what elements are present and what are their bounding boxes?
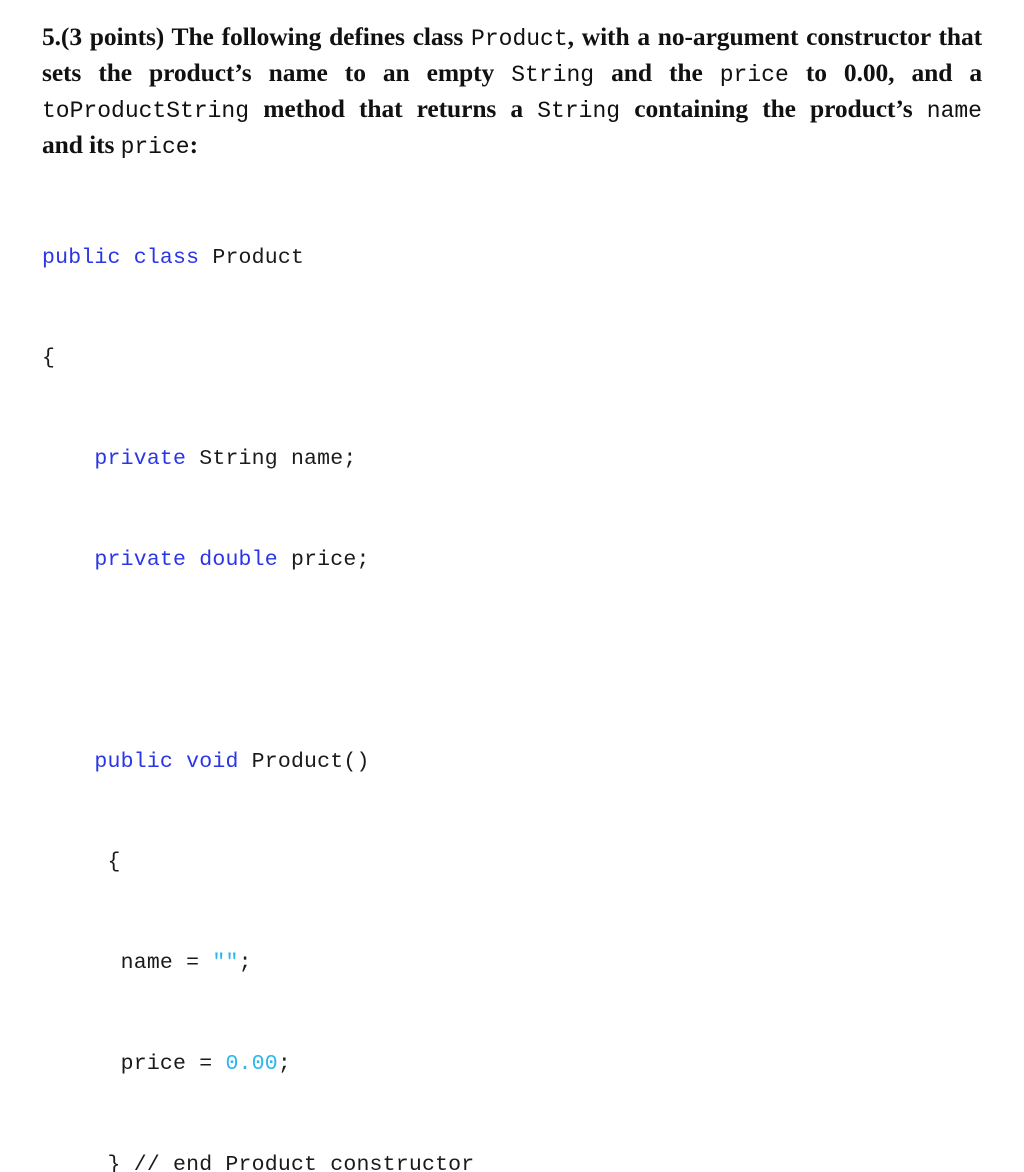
code-line-9: price = 0.00; bbox=[42, 1052, 789, 1077]
constructor-signature-product: Product() bbox=[238, 749, 370, 774]
field-price-declaration: price; bbox=[277, 548, 370, 573]
field-name-declaration: String name; bbox=[186, 447, 357, 472]
indent-4 bbox=[42, 750, 94, 774]
string-literal-empty: "" bbox=[212, 951, 239, 976]
code-line-1: public class Product bbox=[42, 246, 789, 271]
prompt-line-3: toProductString method that returns a St… bbox=[42, 92, 982, 128]
prompt-line-4-text-b: : bbox=[189, 130, 199, 159]
indent-5 bbox=[42, 1153, 108, 1172]
prompt-line-2-text-a: sets the product’s name to an empty bbox=[42, 58, 512, 87]
keyword-private-1: private bbox=[94, 447, 187, 472]
semicolon-price: ; bbox=[277, 1052, 291, 1077]
assign-price-lhs: price = bbox=[120, 1052, 226, 1077]
question-prompt: 5.(3 points) The following defines class… bbox=[42, 20, 982, 164]
prompt-line-2: sets the product’s name to an empty Stri… bbox=[42, 56, 982, 92]
code-line-4: private double price; bbox=[42, 548, 789, 573]
open-brace-constructor: { bbox=[107, 850, 121, 875]
keyword-public-void: public void bbox=[94, 749, 239, 774]
prompt-line-4: and its price: bbox=[42, 128, 982, 164]
inline-code-price: price bbox=[719, 62, 789, 88]
document-page: 5.(3 points) The following defines class… bbox=[42, 20, 983, 1172]
keyword-private-double: private double bbox=[94, 548, 278, 573]
inline-code-toproductstring: toProductString bbox=[42, 98, 250, 124]
code-listing: public class Product { private String na… bbox=[42, 170, 789, 1172]
inline-code-price-2: price bbox=[120, 134, 190, 160]
prompt-line-3-text-b: containing the product’s bbox=[620, 94, 927, 123]
prompt-line-4-text-a: and its bbox=[42, 130, 121, 159]
indent-6 bbox=[42, 1052, 121, 1076]
assign-name-lhs: name = bbox=[120, 951, 213, 976]
indent-5 bbox=[42, 850, 108, 874]
code-line-6: public void Product() bbox=[42, 750, 789, 775]
number-literal-zero: 0.00 bbox=[225, 1052, 278, 1077]
prompt-line-2-text-b: and the bbox=[594, 58, 720, 87]
inline-code-name: name bbox=[926, 98, 982, 124]
semicolon-name: ; bbox=[238, 951, 252, 976]
inline-code-product: Product bbox=[471, 26, 568, 52]
class-name-product: Product bbox=[199, 245, 305, 270]
indent-4 bbox=[42, 548, 94, 572]
code-line-8: name = ""; bbox=[42, 951, 789, 976]
prompt-line-1-text-a: 5.(3 points) The following defines class bbox=[42, 22, 472, 51]
keyword-public-class: public class bbox=[42, 245, 200, 270]
prompt-line-2-text-c: to 0.00, and a bbox=[788, 58, 982, 87]
inline-code-string-2: String bbox=[537, 98, 621, 124]
code-line-10: } // end Product constructor bbox=[42, 1153, 789, 1172]
prompt-line-1: 5.(3 points) The following defines class… bbox=[42, 20, 982, 56]
code-line-3: private String name; bbox=[42, 447, 789, 472]
inline-code-string: String bbox=[511, 62, 595, 88]
open-brace-class: { bbox=[42, 346, 56, 371]
comment-end-constructor: } // end Product constructor bbox=[107, 1152, 475, 1172]
code-blank-line-1 bbox=[42, 649, 789, 674]
indent-4 bbox=[42, 447, 94, 471]
code-line-2: { bbox=[42, 346, 789, 371]
prompt-line-3-text-a: method that returns a bbox=[249, 94, 538, 123]
prompt-line-1-text-b: , with a no-argument constructor that bbox=[567, 22, 982, 51]
indent-6 bbox=[42, 951, 121, 975]
code-line-7: { bbox=[42, 850, 789, 875]
